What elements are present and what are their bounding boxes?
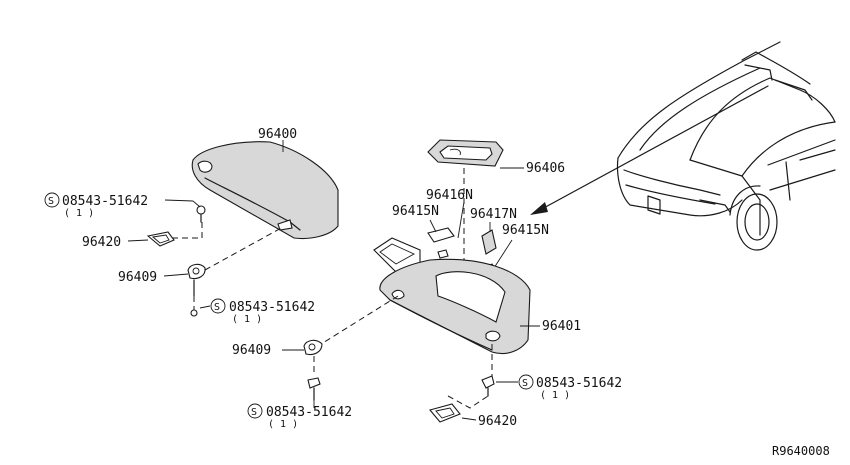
screw-symbol-icon bbox=[518, 374, 534, 390]
screw-number-3: 08543-51642 bbox=[266, 405, 352, 420]
screw-qty-2: ( 1 ) bbox=[232, 314, 262, 325]
part-label-clip-1: 96420 bbox=[82, 235, 121, 250]
screw-symbol-icon bbox=[210, 298, 226, 314]
holder-1 bbox=[187, 226, 284, 317]
part-label-visor-rh: 96401 bbox=[542, 319, 581, 334]
clip-1 bbox=[146, 222, 203, 247]
part-label-cover-left: 96415N bbox=[392, 204, 439, 219]
part-label-holder-2: 96409 bbox=[232, 343, 271, 358]
part-label-holder-1: 96409 bbox=[118, 270, 157, 285]
lens bbox=[481, 222, 497, 255]
vehicle-illustration bbox=[616, 41, 836, 251]
screw-number-4: 08543-51642 bbox=[536, 376, 622, 391]
screw-symbol-icon bbox=[247, 403, 263, 419]
visor-lh bbox=[191, 141, 339, 240]
screw-qty-4: ( 1 ) bbox=[540, 390, 570, 401]
screw-number-2: 08543-51642 bbox=[229, 300, 315, 315]
screw-number-1: 08543-51642 bbox=[62, 194, 148, 209]
cover-left bbox=[427, 219, 455, 259]
screw-qty-3: ( 1 ) bbox=[268, 419, 298, 430]
part-label-lamp: 96416N bbox=[426, 188, 473, 203]
screw-symbol-4: S bbox=[522, 378, 528, 389]
part-label-visor-lh: 96400 bbox=[258, 127, 297, 142]
visor-rh bbox=[373, 237, 531, 355]
mirror-lid bbox=[427, 139, 504, 167]
screw-symbol-2: S bbox=[214, 302, 220, 313]
part-label-mirror-lid: 96406 bbox=[526, 161, 565, 176]
screw-symbol-3: S bbox=[251, 407, 257, 418]
screw-1 bbox=[192, 200, 206, 223]
location-arrow bbox=[530, 85, 769, 215]
reference-code: R9640008 bbox=[772, 444, 830, 458]
screw-symbol-icon bbox=[44, 192, 60, 208]
clip-2 bbox=[429, 395, 489, 423]
part-label-cover-right: 96415N bbox=[502, 223, 549, 238]
part-label-clip-2: 96420 bbox=[478, 414, 517, 429]
screw-4 bbox=[481, 344, 495, 397]
screw-symbol-1: S bbox=[48, 196, 54, 207]
screw-qty-1: ( 1 ) bbox=[64, 208, 94, 219]
part-label-lens: 96417N bbox=[470, 207, 517, 222]
holder-2 bbox=[303, 339, 323, 401]
